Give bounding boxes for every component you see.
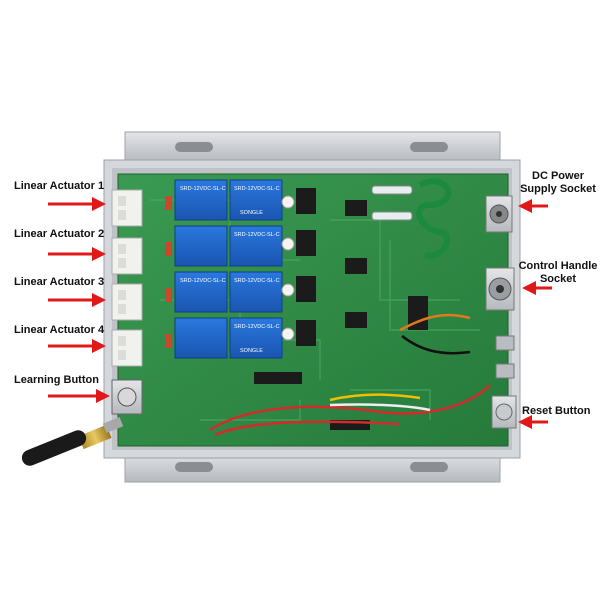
label-linear-actuator-4: Linear Actuator 4 <box>14 324 105 336</box>
terminal-actuator-3 <box>111 283 143 321</box>
arrow-actuator-1 <box>48 197 106 211</box>
arrow-actuator-4 <box>48 339 106 353</box>
label-linear-actuator-3: Linear Actuator 3 <box>14 276 105 288</box>
terminal-actuator-1 <box>111 189 143 227</box>
terminal-actuator-2 <box>111 237 143 275</box>
components <box>254 188 428 430</box>
fuses <box>371 185 413 221</box>
relay <box>174 179 283 221</box>
label-reset-button: Reset Button <box>522 405 591 417</box>
label-dc-power-socket: DC Power Supply Socket <box>516 170 600 196</box>
arrow-dc-power <box>518 199 548 213</box>
reset-button-socket <box>491 395 517 429</box>
relay-model-text: SRD-12VDC-SL-C <box>234 324 280 330</box>
inductor-coil <box>416 178 452 259</box>
arrow-actuator-3 <box>48 293 106 307</box>
arrow-learning-button <box>48 389 110 403</box>
relay-model-text: SRD-12VDC-SL-C <box>234 186 280 192</box>
arrow-reset-button <box>518 415 548 429</box>
mounting-slot <box>410 142 448 152</box>
relay-model-text: SRD-12VDC-SL-C <box>180 278 226 284</box>
relay-brand-text: SONGLE <box>240 210 263 216</box>
relay-bank: SRD-12VDC-SL-C SONGLE SRD-12VDC-SL-C SRD… <box>165 179 283 359</box>
wiring <box>209 313 491 437</box>
mounting-slot <box>175 462 213 472</box>
terminal-actuator-4 <box>111 329 143 367</box>
label-linear-actuator-2: Linear Actuator 2 <box>14 228 105 240</box>
label-learning-button: Learning Button <box>14 374 99 386</box>
relay-model-text: SRD-12VDC-SL-C <box>234 278 280 284</box>
relay-model-text: SRD-12VDC-SL-C <box>180 186 226 192</box>
label-dc-power-line2: Supply Socket <box>520 183 596 195</box>
relay-brand-text: SONGLE <box>240 348 263 354</box>
label-arrows <box>48 197 552 429</box>
relay <box>174 271 283 313</box>
relay-model-text: SRD-12VDC-SL-C <box>234 232 280 238</box>
label-linear-actuator-1: Linear Actuator 1 <box>14 180 105 192</box>
relay <box>174 317 283 359</box>
arrow-control-handle <box>522 281 552 295</box>
control-handle-socket <box>485 267 515 311</box>
actuator-terminals <box>111 189 143 367</box>
dc-power-socket <box>485 195 513 233</box>
mounting-slot <box>175 142 213 152</box>
label-control-handle-line2: Socket <box>539 273 577 285</box>
label-control-handle-socket: Control Handle Socket <box>516 260 600 286</box>
label-control-handle-line1: Control Handle <box>518 260 598 272</box>
relay <box>174 225 283 267</box>
arrow-actuator-2 <box>48 247 106 261</box>
learning-button <box>111 379 143 415</box>
antenna <box>21 416 124 466</box>
label-dc-power-line1: DC Power <box>532 170 584 182</box>
mounting-slot <box>410 462 448 472</box>
side-jacks <box>495 335 515 379</box>
